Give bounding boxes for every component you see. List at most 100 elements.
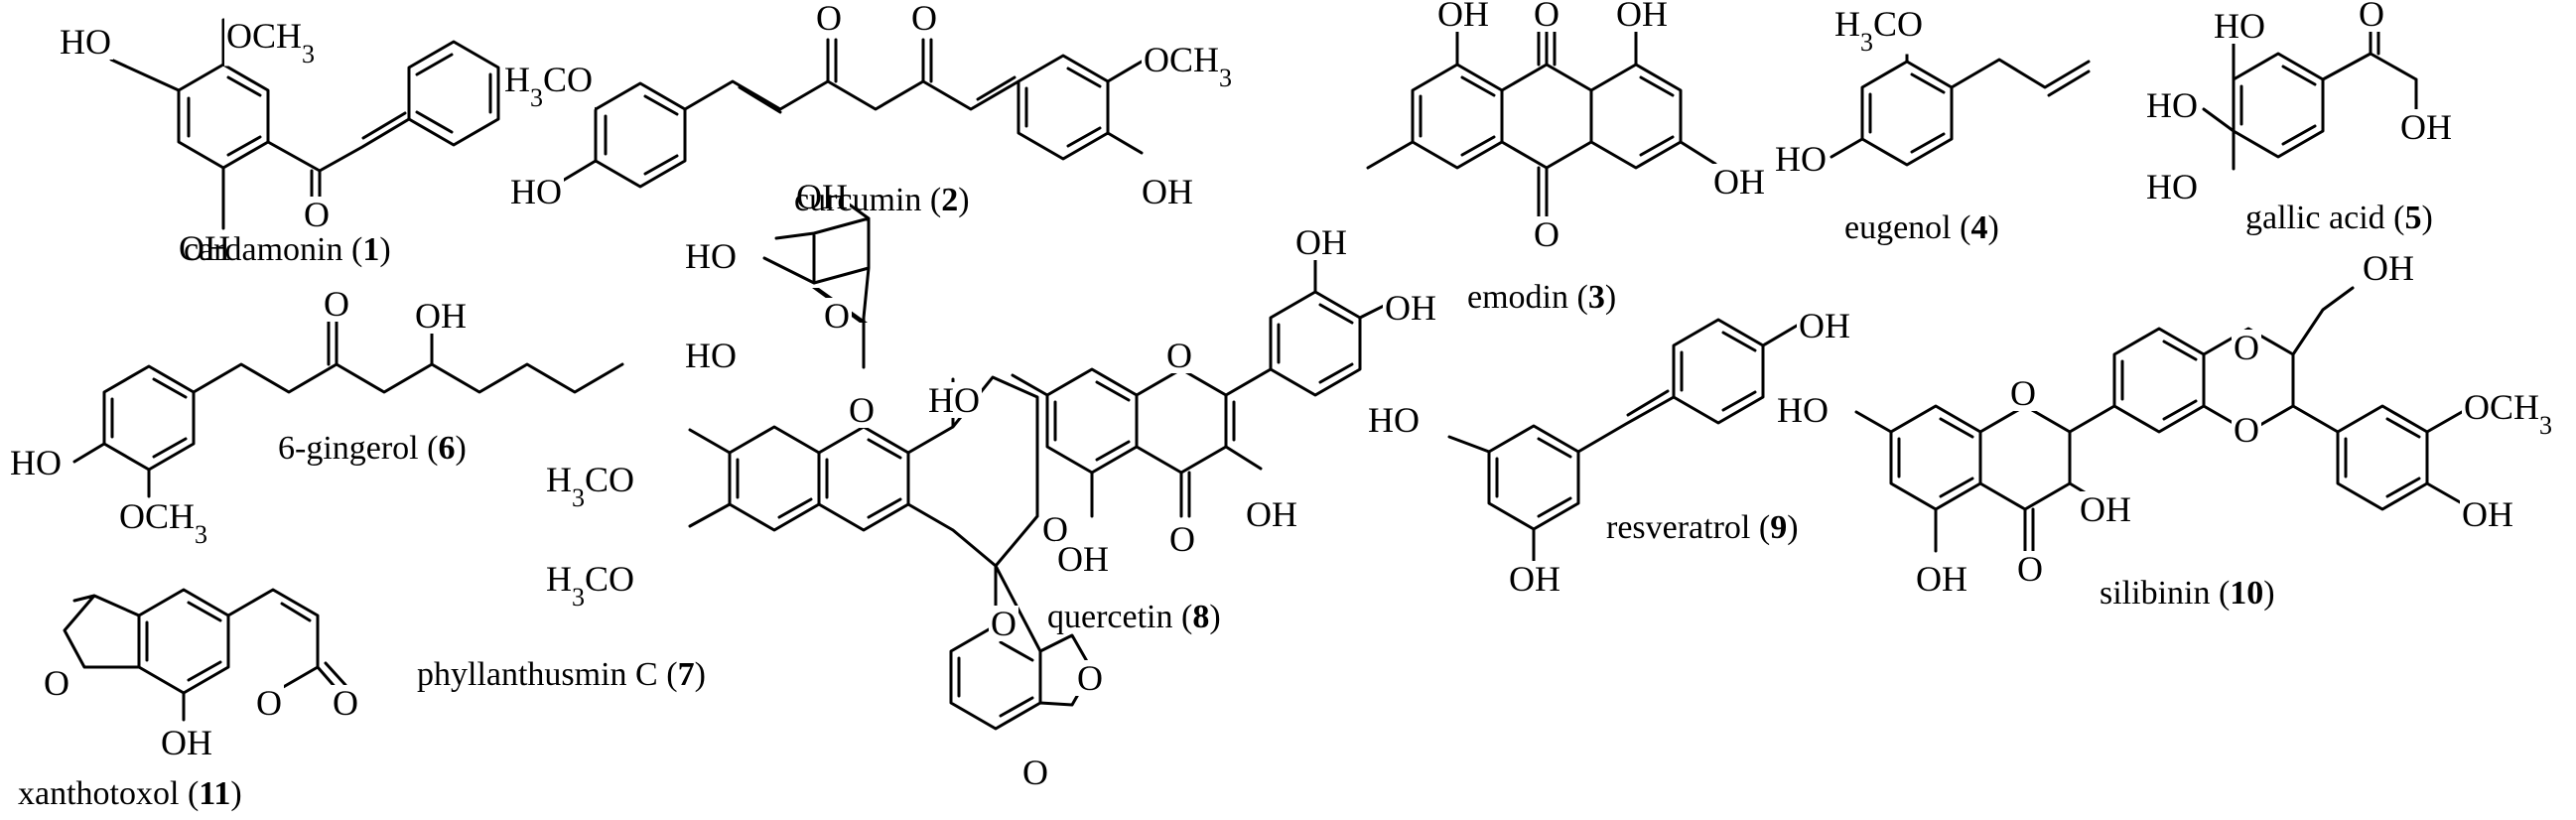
curcumin-o1: O bbox=[816, 0, 842, 38]
curcumin-ho: HO bbox=[510, 172, 562, 211]
label-backing bbox=[1293, 224, 1349, 260]
label-backing bbox=[1383, 290, 1438, 326]
label-backing bbox=[989, 606, 1018, 641]
caption-xanthotoxol: xanthotoxol (11) bbox=[18, 775, 242, 812]
label-backing bbox=[1020, 754, 1050, 790]
caption-gallic-acid-number: 5 bbox=[2404, 200, 2421, 236]
phyllanthusmin-o-link: O bbox=[849, 390, 875, 430]
cardamonin-o: O bbox=[304, 195, 330, 234]
caption-gingerol-name: 6-gingerol bbox=[278, 430, 419, 467]
label-backing bbox=[1711, 164, 1767, 200]
label-backing bbox=[2008, 375, 2038, 411]
caption-gallic-acid: gallic acid (5) bbox=[2245, 200, 2433, 236]
label-backing bbox=[1532, 0, 1561, 32]
silibinin-och3: OCH3 bbox=[2464, 387, 2552, 440]
quercetin-ho: HO bbox=[928, 380, 980, 420]
label-backing bbox=[2232, 412, 2261, 448]
gallic-acid-ho2: HO bbox=[2146, 85, 2198, 125]
caption-silibinin-name: silibinin bbox=[2100, 575, 2210, 612]
quercetin-oh3: OH bbox=[1246, 494, 1297, 534]
caption-phyllanthusmin: phyllanthusmin C (7) bbox=[417, 656, 706, 693]
label-backing bbox=[2357, 0, 2386, 32]
label-backing bbox=[2232, 330, 2261, 365]
label-backing bbox=[322, 286, 351, 322]
label-backing bbox=[2144, 87, 2200, 123]
label-backing bbox=[2460, 496, 2515, 532]
label-backing bbox=[822, 298, 852, 334]
label-backing bbox=[794, 179, 850, 214]
caption-curcumin: curcumin (2) bbox=[794, 182, 970, 218]
label-backing bbox=[1435, 0, 1491, 32]
label-backing bbox=[1832, 6, 1926, 55]
label-backing bbox=[8, 445, 64, 480]
emodin-o2: O bbox=[1534, 214, 1559, 254]
compound-silibinin: O OH O OCH3 HO O OH OH O OH bbox=[1775, 248, 2555, 599]
silibinin-o2: O bbox=[2234, 410, 2259, 450]
emodin-oh1: OH bbox=[1437, 0, 1489, 34]
xanthotoxol-o-ring: O bbox=[256, 683, 282, 723]
caption-gingerol: 6-gingerol (6) bbox=[278, 430, 467, 467]
caption-silibinin: silibinin (10) bbox=[2100, 575, 2275, 612]
label-backing bbox=[177, 230, 232, 266]
label-backing bbox=[1244, 496, 1299, 532]
emodin-o1: O bbox=[1534, 0, 1559, 34]
label-backing bbox=[254, 685, 284, 721]
gingerol-ho: HO bbox=[10, 443, 62, 482]
gingerol-bonds bbox=[72, 318, 624, 498]
label-backing bbox=[1366, 402, 1422, 438]
label-backing bbox=[1075, 660, 1105, 696]
curcumin-och3: OCH3 bbox=[1144, 40, 1232, 92]
label-backing bbox=[413, 298, 469, 334]
compound-xanthotoxol: O O O OH bbox=[42, 588, 360, 762]
label-backing bbox=[1140, 174, 1195, 209]
label-backing bbox=[58, 24, 113, 60]
eugenol-h3co: H3CO bbox=[1834, 4, 1923, 57]
caption-resveratrol-number: 9 bbox=[1770, 509, 1787, 546]
phyllanthusmin-o-ring: O bbox=[824, 296, 850, 336]
label-backing bbox=[1775, 392, 1830, 428]
label-backing bbox=[1507, 561, 1562, 597]
xanthotoxol-o-carbonyl: O bbox=[333, 683, 358, 723]
caption-phyllanthusmin-number: 7 bbox=[678, 656, 695, 693]
emodin-oh3: OH bbox=[1713, 162, 1765, 202]
label-backing bbox=[2015, 551, 2045, 587]
caption-resveratrol-name: resveratrol bbox=[1606, 509, 1750, 546]
label-backing bbox=[1773, 141, 1829, 177]
label-backing bbox=[1142, 42, 1235, 90]
xanthotoxol-o-furan: O bbox=[44, 663, 69, 703]
silibinin-oh2: OH bbox=[2080, 489, 2131, 529]
resveratrol-oh1: OH bbox=[1799, 306, 1850, 345]
silibinin-oh1: OH bbox=[2363, 248, 2414, 288]
silibinin-o-ring: O bbox=[2010, 373, 2036, 413]
resveratrol-ho: HO bbox=[1368, 400, 1420, 440]
caption-phyllanthusmin-name: phyllanthusmin C bbox=[417, 656, 658, 693]
compound-emodin: OH O OH OH O bbox=[1366, 0, 1767, 254]
compound-phyllanthusmin: OH HO O HO O H3CO H3CO O O O O bbox=[544, 177, 1105, 792]
label-backing bbox=[1797, 308, 1852, 343]
phyllanthusmin-ho2: HO bbox=[685, 336, 737, 375]
phyllanthusmin-bonds bbox=[688, 192, 1094, 731]
label-backing bbox=[508, 174, 564, 209]
caption-cardamonin-name: cardamonin bbox=[184, 231, 343, 268]
caption-emodin-name: emodin bbox=[1467, 279, 1568, 316]
label-backing bbox=[683, 238, 739, 274]
label-backing bbox=[1164, 338, 1194, 373]
label-backing bbox=[224, 18, 318, 67]
quercetin-o-ring: O bbox=[1166, 336, 1192, 375]
quercetin-bonds bbox=[1011, 256, 1392, 518]
silibinin-oh3: OH bbox=[1916, 559, 1967, 599]
cardamonin-ho: HO bbox=[60, 22, 111, 62]
caption-silibinin-number: 10 bbox=[2230, 575, 2263, 612]
label-backing bbox=[1914, 561, 1969, 597]
label-backing bbox=[2144, 169, 2200, 205]
cardamonin-oh: OH bbox=[179, 228, 230, 268]
label-backing bbox=[302, 197, 332, 232]
quercetin-oh1: OH bbox=[1295, 222, 1347, 262]
phyllanthusmin-h3co2: H3CO bbox=[546, 559, 634, 612]
caption-resveratrol: resveratrol (9) bbox=[1606, 509, 1799, 546]
label-backing bbox=[847, 392, 877, 428]
label-backing bbox=[159, 725, 214, 760]
caption-eugenol: eugenol (4) bbox=[1844, 209, 1999, 246]
gingerol-oh: OH bbox=[415, 296, 467, 336]
